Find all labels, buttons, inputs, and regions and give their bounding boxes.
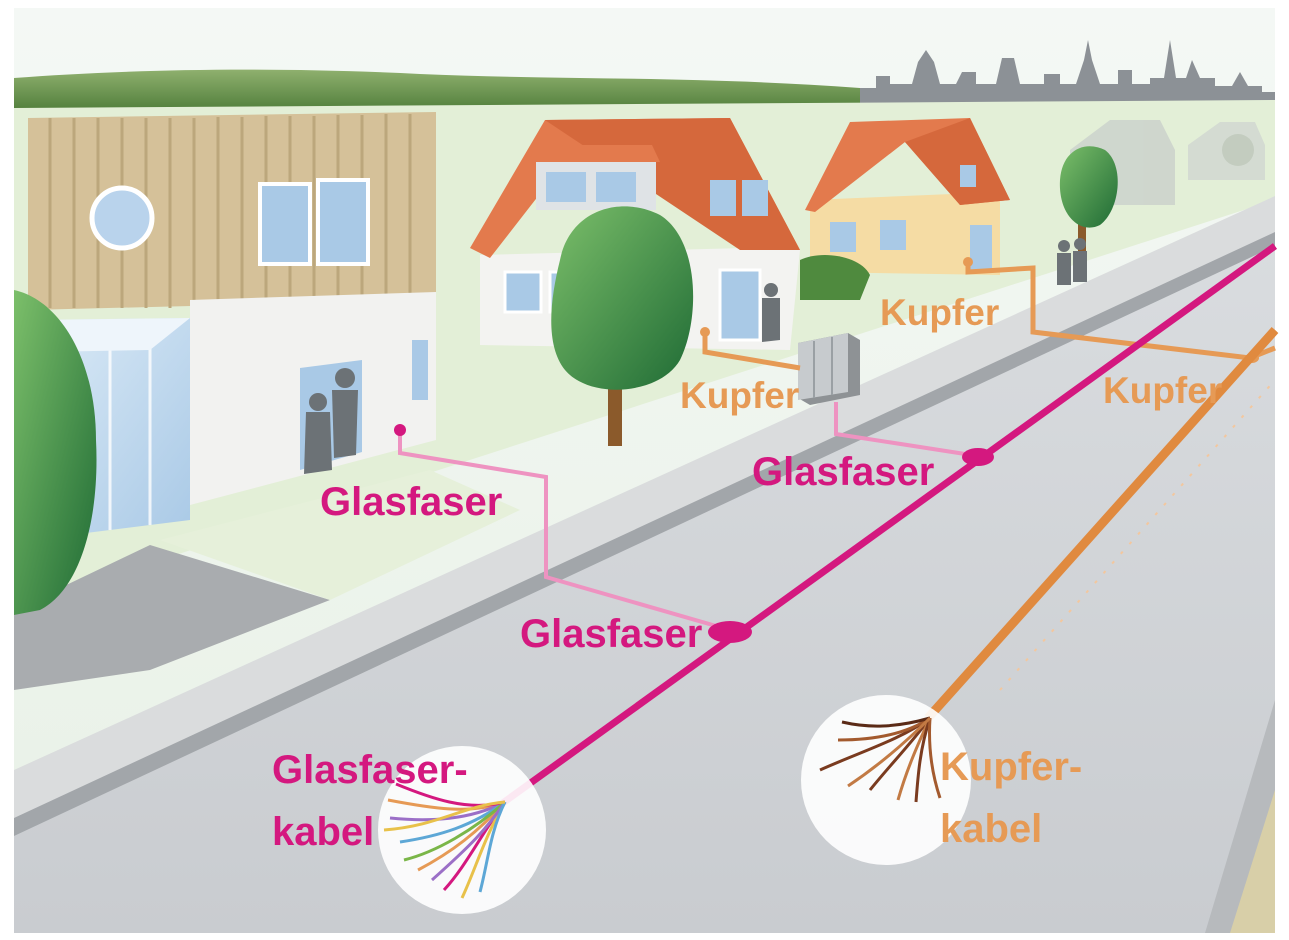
- label-glasfaser-main-junction: Glasfaser: [520, 612, 702, 656]
- curb: [14, 232, 1275, 838]
- glasfaser-house-lines: [398, 402, 979, 632]
- label-kupfer-right: Kupfer: [1103, 370, 1222, 411]
- label-glasfaserkabel-line2: kabel: [272, 810, 374, 854]
- sidewalk: [14, 196, 1275, 820]
- label-glasfaserkabel-line1: Glasfaser-: [272, 748, 468, 792]
- kupfer-connection-yellow-house: [963, 257, 973, 267]
- driveway: [14, 545, 330, 690]
- left-tree: [14, 290, 97, 615]
- pedestrians: [1057, 238, 1087, 285]
- label-kupfer-yellow-house: Kupfer: [880, 292, 999, 333]
- city-skyline: [860, 40, 1275, 104]
- label-kupferkabel-line2: kabel: [940, 807, 1042, 851]
- kupfer-strands: [819, 716, 942, 803]
- glasfaser-junction-cabinet: [962, 448, 994, 466]
- glasfaser-junction-main: [708, 621, 752, 643]
- glasfaser-strands: [383, 782, 507, 899]
- label-kupferkabel-line1: Kupfer-: [940, 745, 1082, 789]
- distribution-cabinet: [798, 333, 860, 405]
- street-edge-strip: [1230, 790, 1275, 933]
- label-glasfaser-cabinet: Glasfaser: [752, 450, 934, 494]
- glasfaser-main-cable: [497, 243, 1278, 808]
- kupfer-connection-white-house: [700, 327, 710, 337]
- kupfer-main-cable: [924, 327, 1279, 721]
- yellow-house: [800, 118, 1010, 300]
- green-hills: [14, 69, 860, 112]
- label-glasfaser-left-house: Glasfaser: [320, 480, 502, 524]
- glasfaser-connection-left-house: [394, 424, 406, 436]
- glasfaserkabel-magnifier: [378, 746, 546, 914]
- left-lawn: [160, 470, 520, 600]
- middle-tree: [551, 206, 694, 446]
- label-kupfer-cabinet: Kupfer: [680, 375, 799, 416]
